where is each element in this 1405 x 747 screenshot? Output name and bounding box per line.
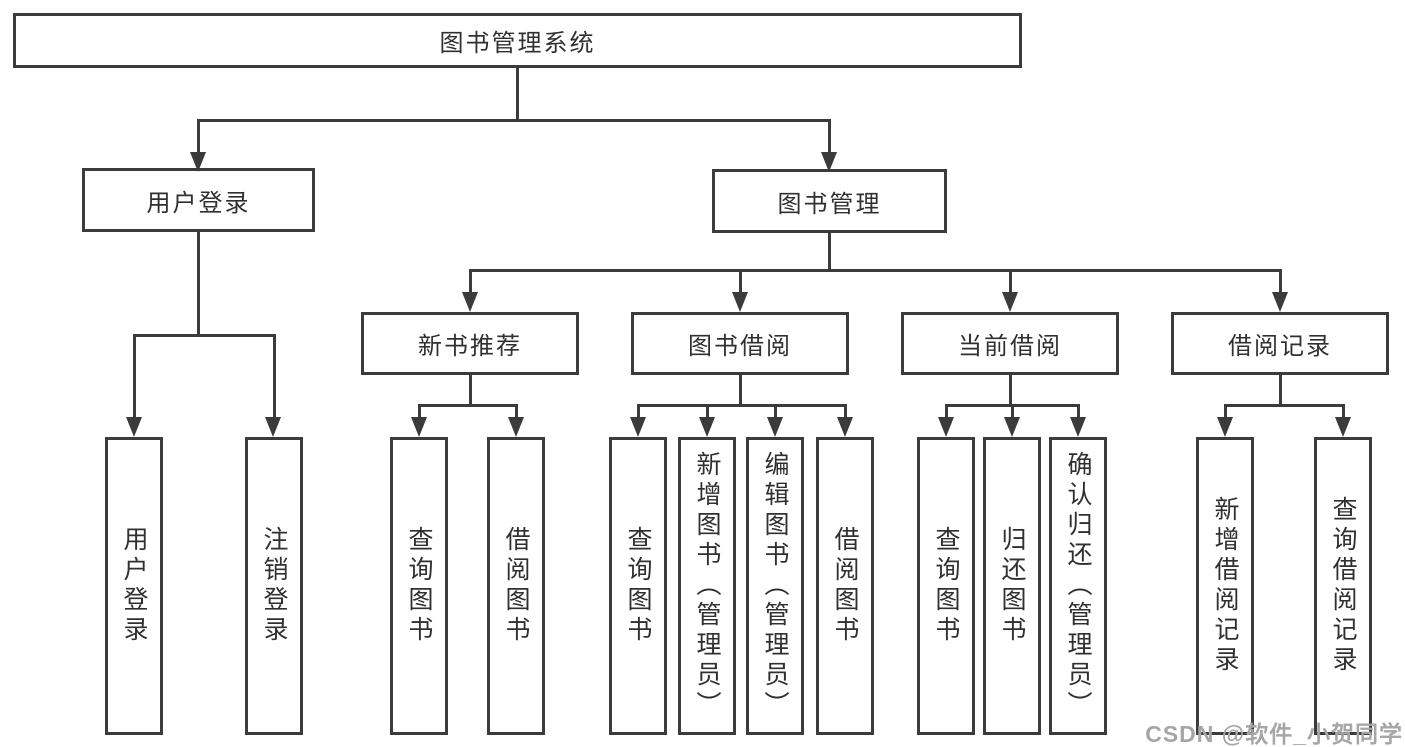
leaf-label: 用户登录 <box>120 526 148 646</box>
connector-to-leaf <box>133 334 136 418</box>
connector-to-new-book-recommend <box>469 269 472 294</box>
connector-to-leaf <box>637 404 640 418</box>
connector-stem <box>469 374 472 406</box>
connector-to-leaf <box>1224 404 1227 418</box>
connector-to-leaf <box>418 404 421 418</box>
arrowhead-icon <box>126 417 142 437</box>
leaf-logout: 注销登录 <box>245 437 303 735</box>
node-user-login-label: 用户登录 <box>146 189 251 217</box>
leaf-return-books: 归还图书 <box>983 437 1041 735</box>
connector-to-leaf <box>844 404 847 418</box>
connector-book-management-bus <box>469 269 1282 272</box>
arrowhead-icon <box>767 417 783 437</box>
leaf-label: 新增借阅记录 <box>1211 496 1239 676</box>
connector-root-bus <box>197 119 831 122</box>
connector-to-leaf <box>1011 404 1014 418</box>
leaf-query-books-borrow: 查询图书 <box>609 437 667 735</box>
node-current-borrow-label: 当前借阅 <box>958 333 1062 360</box>
leaf-edit-books-admin: 编辑图书（管理员） <box>746 437 804 735</box>
arrowhead-icon <box>837 417 853 437</box>
connector-to-borrow-record <box>1279 269 1282 294</box>
arrowhead-icon <box>1217 417 1233 437</box>
connector-to-leaf <box>273 334 276 418</box>
connector-bus <box>418 404 518 407</box>
arrowhead-icon <box>938 417 954 437</box>
connector-to-current-borrow <box>1009 269 1012 294</box>
arrowhead-icon <box>821 152 837 172</box>
connector-to-leaf <box>945 404 948 418</box>
arrowhead-icon <box>1002 292 1018 312</box>
leaf-label: 注销登录 <box>260 526 288 646</box>
node-current-borrow: 当前借阅 <box>901 312 1119 375</box>
node-user-login: 用户登录 <box>82 168 315 232</box>
arrowhead-icon <box>265 417 281 437</box>
node-book-borrow-label: 图书借阅 <box>688 333 792 360</box>
node-new-book-recommend: 新书推荐 <box>361 312 579 375</box>
arrowhead-icon <box>1272 292 1288 312</box>
arrowhead-icon <box>1004 417 1020 437</box>
node-root-label: 图书管理系统 <box>439 30 596 57</box>
leaf-user-login: 用户登录 <box>105 437 163 735</box>
node-borrow-record-label: 借阅记录 <box>1228 333 1332 360</box>
leaf-borrow-books-recommend: 借阅图书 <box>487 437 545 735</box>
arrowhead-icon <box>508 417 524 437</box>
arrowhead-icon <box>630 417 646 437</box>
node-new-book-recommend-label: 新书推荐 <box>418 333 522 360</box>
leaf-confirm-return-admin: 确认归还（管理员） <box>1049 437 1107 735</box>
connector-user-login-stem <box>197 231 200 336</box>
leaf-label: 编辑图书（管理员） <box>761 451 789 721</box>
leaf-label: 确认归还（管理员） <box>1064 451 1092 721</box>
connector-to-leaf <box>1342 404 1345 418</box>
leaf-label: 借阅图书 <box>502 526 530 646</box>
connector-to-leaf <box>515 404 518 418</box>
connector-root-stem <box>516 68 519 121</box>
leaf-label: 查询图书 <box>932 526 960 646</box>
node-root: 图书管理系统 <box>13 13 1022 68</box>
connector-to-book-management <box>828 119 831 153</box>
connector-to-user-login <box>197 119 200 153</box>
node-book-management-label: 图书管理 <box>777 190 882 218</box>
connector-to-leaf <box>774 404 777 418</box>
arrowhead-icon <box>462 292 478 312</box>
leaf-add-borrow-record: 新增借阅记录 <box>1196 437 1254 735</box>
leaf-query-borrow-record: 查询借阅记录 <box>1314 437 1372 735</box>
arrowhead-icon <box>411 417 427 437</box>
leaf-query-books-current: 查询图书 <box>917 437 975 735</box>
node-book-borrow: 图书借阅 <box>631 312 849 375</box>
leaf-add-books-admin: 新增图书（管理员） <box>678 437 736 735</box>
connector-bus <box>637 404 847 407</box>
leaf-label: 查询图书 <box>405 526 433 646</box>
arrowhead-icon <box>699 417 715 437</box>
connector-user-login-bus <box>133 334 276 337</box>
connector-book-management-stem <box>828 232 831 272</box>
csdn-watermark: CSDN @软件_小贺同学 <box>1145 721 1403 747</box>
leaf-label: 查询图书 <box>624 526 652 646</box>
connector-stem <box>1009 374 1012 406</box>
connector-to-book-borrow <box>739 269 742 294</box>
leaf-label: 查询借阅记录 <box>1329 496 1357 676</box>
connector-to-leaf <box>1077 404 1080 418</box>
connector-stem <box>1279 374 1282 406</box>
leaf-borrow-books: 借阅图书 <box>816 437 874 735</box>
node-borrow-record: 借阅记录 <box>1171 312 1389 375</box>
leaf-label: 归还图书 <box>998 526 1026 646</box>
node-book-management: 图书管理 <box>712 169 947 233</box>
connector-to-leaf <box>706 404 709 418</box>
leaf-label: 新增图书（管理员） <box>693 451 721 721</box>
arrowhead-icon <box>190 152 206 172</box>
arrowhead-icon <box>1070 417 1086 437</box>
connector-stem <box>739 374 742 406</box>
leaf-label: 借阅图书 <box>831 526 859 646</box>
arrowhead-icon <box>732 292 748 312</box>
leaf-query-books-recommend: 查询图书 <box>390 437 448 735</box>
connector-bus <box>1224 404 1345 407</box>
arrowhead-icon <box>1335 417 1351 437</box>
